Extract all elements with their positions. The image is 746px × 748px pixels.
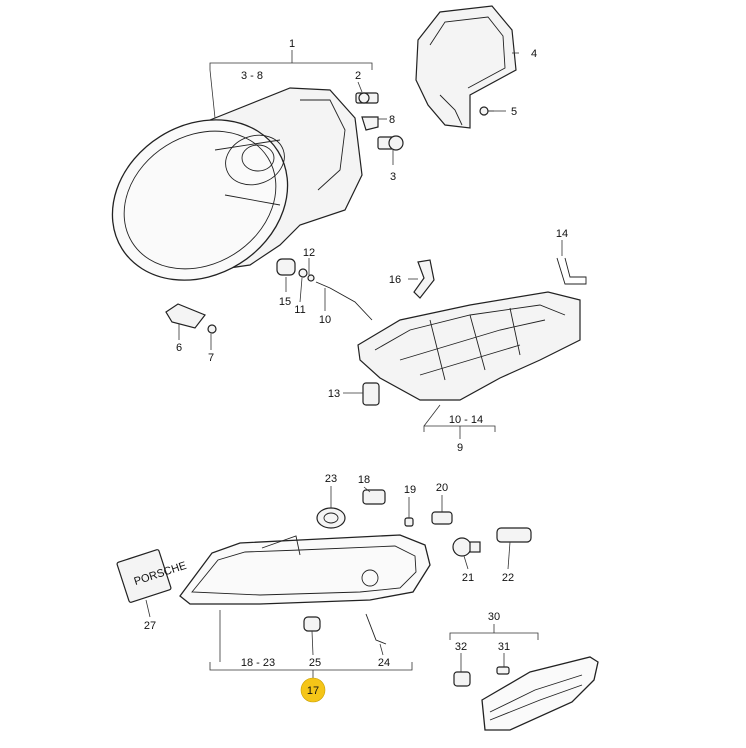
label-32: 32 — [455, 641, 467, 653]
bulb-21 — [452, 537, 481, 557]
module-6 — [165, 303, 206, 329]
label-12: 12 — [303, 247, 315, 259]
label-19: 19 — [404, 484, 416, 496]
bracket-16 — [413, 259, 435, 299]
side-marker-30 — [481, 656, 599, 731]
rod-10 — [315, 281, 373, 321]
label-6: 6 — [176, 342, 182, 354]
label-8: 8 — [389, 114, 395, 126]
label-10-14: 10 - 14 — [449, 414, 483, 426]
bulb-18 — [362, 489, 386, 505]
label-9: 9 — [457, 442, 463, 454]
label-20: 20 — [436, 482, 448, 494]
clip-8 — [361, 116, 379, 131]
label-3-8: 3 - 8 — [241, 70, 263, 82]
label-31: 31 — [498, 641, 510, 653]
label-21: 21 — [462, 572, 474, 584]
label-11: 11 — [294, 304, 305, 316]
screw-7 — [207, 324, 217, 334]
connector-13 — [362, 382, 380, 406]
label-23: 23 — [325, 473, 337, 485]
washer-12 — [307, 274, 315, 282]
label-24: 24 — [378, 657, 390, 669]
bulb-20 — [431, 511, 453, 525]
label-18-23: 18 - 23 — [241, 657, 275, 669]
label-4: 4 — [531, 48, 537, 60]
label-14: 14 — [556, 228, 568, 240]
label-16: 16 — [389, 274, 401, 286]
housing-cover-4 — [415, 5, 517, 129]
carrier-tray-9 — [357, 291, 581, 401]
label-5: 5 — [511, 106, 517, 118]
label-1: 1 — [289, 38, 295, 50]
washer-11 — [298, 268, 308, 278]
bulb-19 — [404, 517, 414, 527]
screw-5 — [479, 106, 494, 116]
label-25: 25 — [309, 657, 321, 669]
tube-24 — [365, 613, 387, 645]
socket-22 — [496, 527, 532, 543]
bulb-31 — [496, 666, 510, 675]
label-27: 27 — [144, 620, 156, 632]
badge-27: PORSCHE — [116, 549, 188, 603]
leader-lines — [145, 50, 563, 678]
clip-14 — [556, 257, 587, 285]
label-17[interactable]: 17 — [307, 685, 319, 697]
label-15: 15 — [279, 296, 291, 308]
label-2: 2 — [355, 70, 361, 82]
label-22: 22 — [502, 572, 514, 584]
label-30: 30 — [488, 611, 500, 623]
seal-23 — [316, 507, 346, 529]
socket-32 — [453, 671, 471, 687]
grommet-25 — [303, 616, 321, 632]
label-13: 13 — [328, 388, 340, 400]
label-7: 7 — [208, 352, 214, 364]
indicator-assembly — [179, 534, 431, 605]
bulb-3 — [377, 135, 404, 151]
label-18: 18 — [358, 474, 370, 486]
label-10: 10 — [319, 314, 331, 326]
headlight-assembly — [111, 87, 363, 281]
grommet-15 — [276, 258, 296, 276]
part-labels: 1 3 - 8 2 8 3 4 5 12 16 14 15 11 10 6 7 … — [144, 38, 568, 697]
bulb-2 — [355, 92, 379, 104]
label-3: 3 — [390, 171, 396, 183]
highlight-marker-17[interactable] — [300, 677, 326, 703]
